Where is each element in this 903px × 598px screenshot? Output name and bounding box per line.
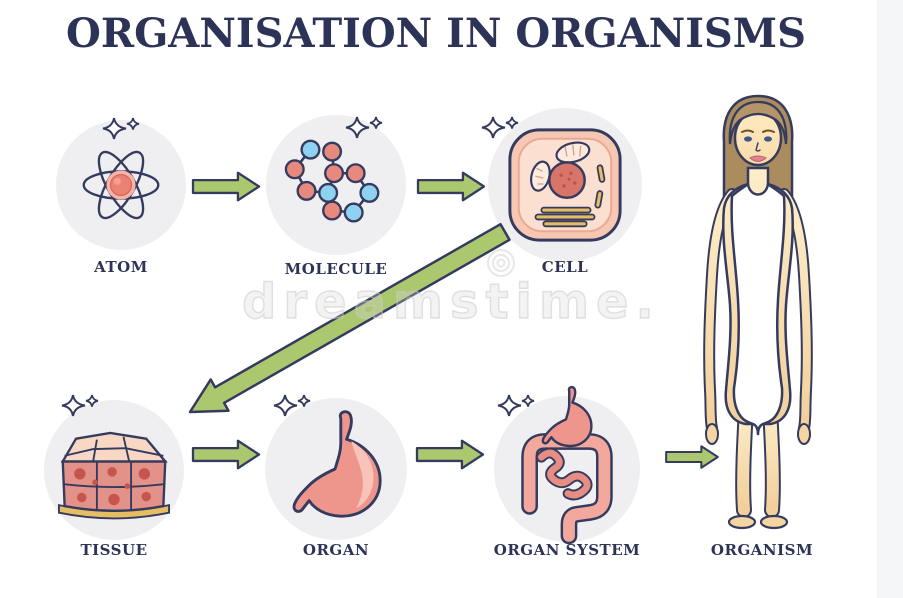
arrow-right-icon <box>665 445 719 469</box>
arrow-right-icon <box>191 439 261 470</box>
stage-label-organism: ORGANISM <box>710 541 814 559</box>
cell-icon <box>508 128 622 242</box>
organ-stomach-icon <box>292 410 382 518</box>
stage-circle-organ <box>265 398 407 540</box>
arrow-right-icon <box>416 171 486 202</box>
molecule-icon <box>284 139 380 223</box>
sparkle-icon <box>497 394 535 417</box>
stage-circle-molecule <box>266 115 406 255</box>
stage-circle-cell <box>488 108 642 262</box>
background-strip <box>877 0 903 598</box>
stage-circle-atom <box>56 120 186 250</box>
atom-icon <box>82 150 160 220</box>
stage-label-organ-system: ORGAN SYSTEM <box>493 541 641 559</box>
watermark-text: dreamstime. <box>241 273 661 330</box>
stage-circle-tissue <box>44 400 184 540</box>
arrow-right-icon <box>191 171 261 202</box>
sparkle-icon <box>273 394 311 417</box>
page-title: ORGANISATION IN ORGANISMS <box>66 10 806 57</box>
stage-circle-organ-system <box>494 385 640 545</box>
stage-label-tissue: TISSUE <box>80 541 148 559</box>
arrow-right-icon <box>415 439 485 470</box>
stage-label-atom: ATOM <box>94 258 148 276</box>
watermark-spiral-icon <box>487 249 515 277</box>
stage-label-molecule: MOLECULE <box>284 260 388 278</box>
organ-system-digestive-icon <box>521 385 613 545</box>
stage-label-cell: CELL <box>541 258 589 276</box>
organism-human-figure-icon <box>703 94 813 530</box>
sparkle-icon <box>345 116 383 139</box>
sparkle-icon <box>102 117 140 140</box>
sparkle-icon <box>481 116 519 139</box>
tissue-icon <box>58 431 170 520</box>
sparkle-icon <box>61 394 99 417</box>
stage-label-organ: ORGAN <box>302 541 370 559</box>
